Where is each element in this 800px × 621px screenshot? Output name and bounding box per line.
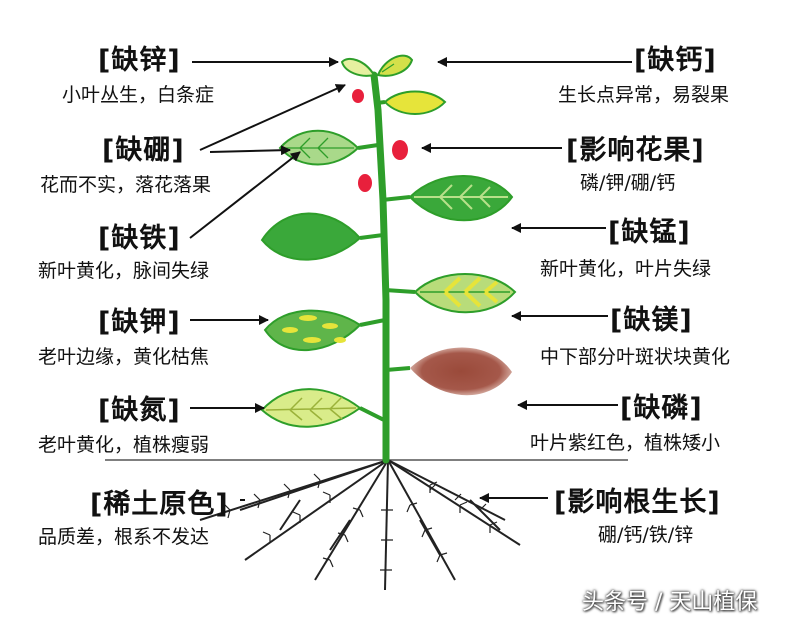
label-rare-earth-desc: 品质差，根系不发达: [38, 526, 210, 548]
label-phosphorus-title: [缺磷]: [620, 393, 703, 424]
label-zinc-desc: 小叶丛生，白条症: [62, 84, 215, 106]
label-manganese-desc: 新叶黄化，叶片失绿: [540, 258, 712, 280]
label-potassium-desc: 老叶边缘，黄化枯焦: [38, 346, 210, 368]
label-root-title: [影响根生长]: [554, 487, 721, 518]
arrow-boron-fruit: [199, 84, 346, 151]
label-nitrogen-desc: 老叶黄化，植株瘦弱: [38, 434, 210, 456]
stem: [370, 71, 390, 464]
label-magnesium-desc: 中下部分叶斑状块黄化: [540, 346, 731, 368]
leaf-magnesium-deficient: [413, 273, 517, 314]
arrow-iron: [189, 151, 301, 239]
watermark: 头条号 / 天山植保: [582, 590, 758, 615]
label-boron-desc: 花而不实，落花落果: [40, 174, 212, 196]
label-manganese-title: [缺锰]: [608, 217, 691, 248]
label-calcium-title: [缺钙]: [634, 45, 717, 76]
root-hairs: [223, 473, 498, 571]
arrow-boron-leaf: [209, 145, 291, 156]
label-iron-desc: 新叶黄化，脉间失绿: [38, 260, 210, 282]
label-flower-desc: 磷/钾/硼/钙: [580, 172, 676, 194]
fruits: [352, 89, 408, 192]
leaf-phosphorus-deficient: [410, 347, 512, 396]
label-flower-title: [影响花果]: [566, 135, 705, 166]
roots: [199, 459, 521, 591]
label-iron-title: [缺铁]: [98, 223, 181, 254]
label-potassium-title: [缺钾]: [98, 307, 181, 338]
label-calcium-desc: 生长点异常，易裂果: [558, 84, 730, 106]
leaf-nitrogen-deficient: [260, 388, 362, 428]
label-zinc-title: [缺锌]: [98, 45, 181, 76]
leaf-iron-deficient: [260, 212, 362, 261]
label-root-desc: 硼/钙/铁/锌: [598, 524, 694, 546]
label-nitrogen-title: [缺氮]: [98, 395, 181, 426]
label-phosphorus-desc: 叶片紫红色，植株矮小: [530, 432, 721, 454]
top-bud-leaves: [340, 54, 414, 77]
label-boron-title: [缺硼]: [102, 135, 185, 166]
label-magnesium-title: [缺镁]: [610, 305, 693, 336]
leaf-young-yellow: [383, 90, 447, 115]
leaf-potassium-deficient: [263, 309, 362, 351]
leaf-manganese-deficient: [408, 175, 514, 222]
arrows: [189, 57, 632, 503]
label-rare-earth-title: [稀土原色]: [90, 489, 229, 520]
